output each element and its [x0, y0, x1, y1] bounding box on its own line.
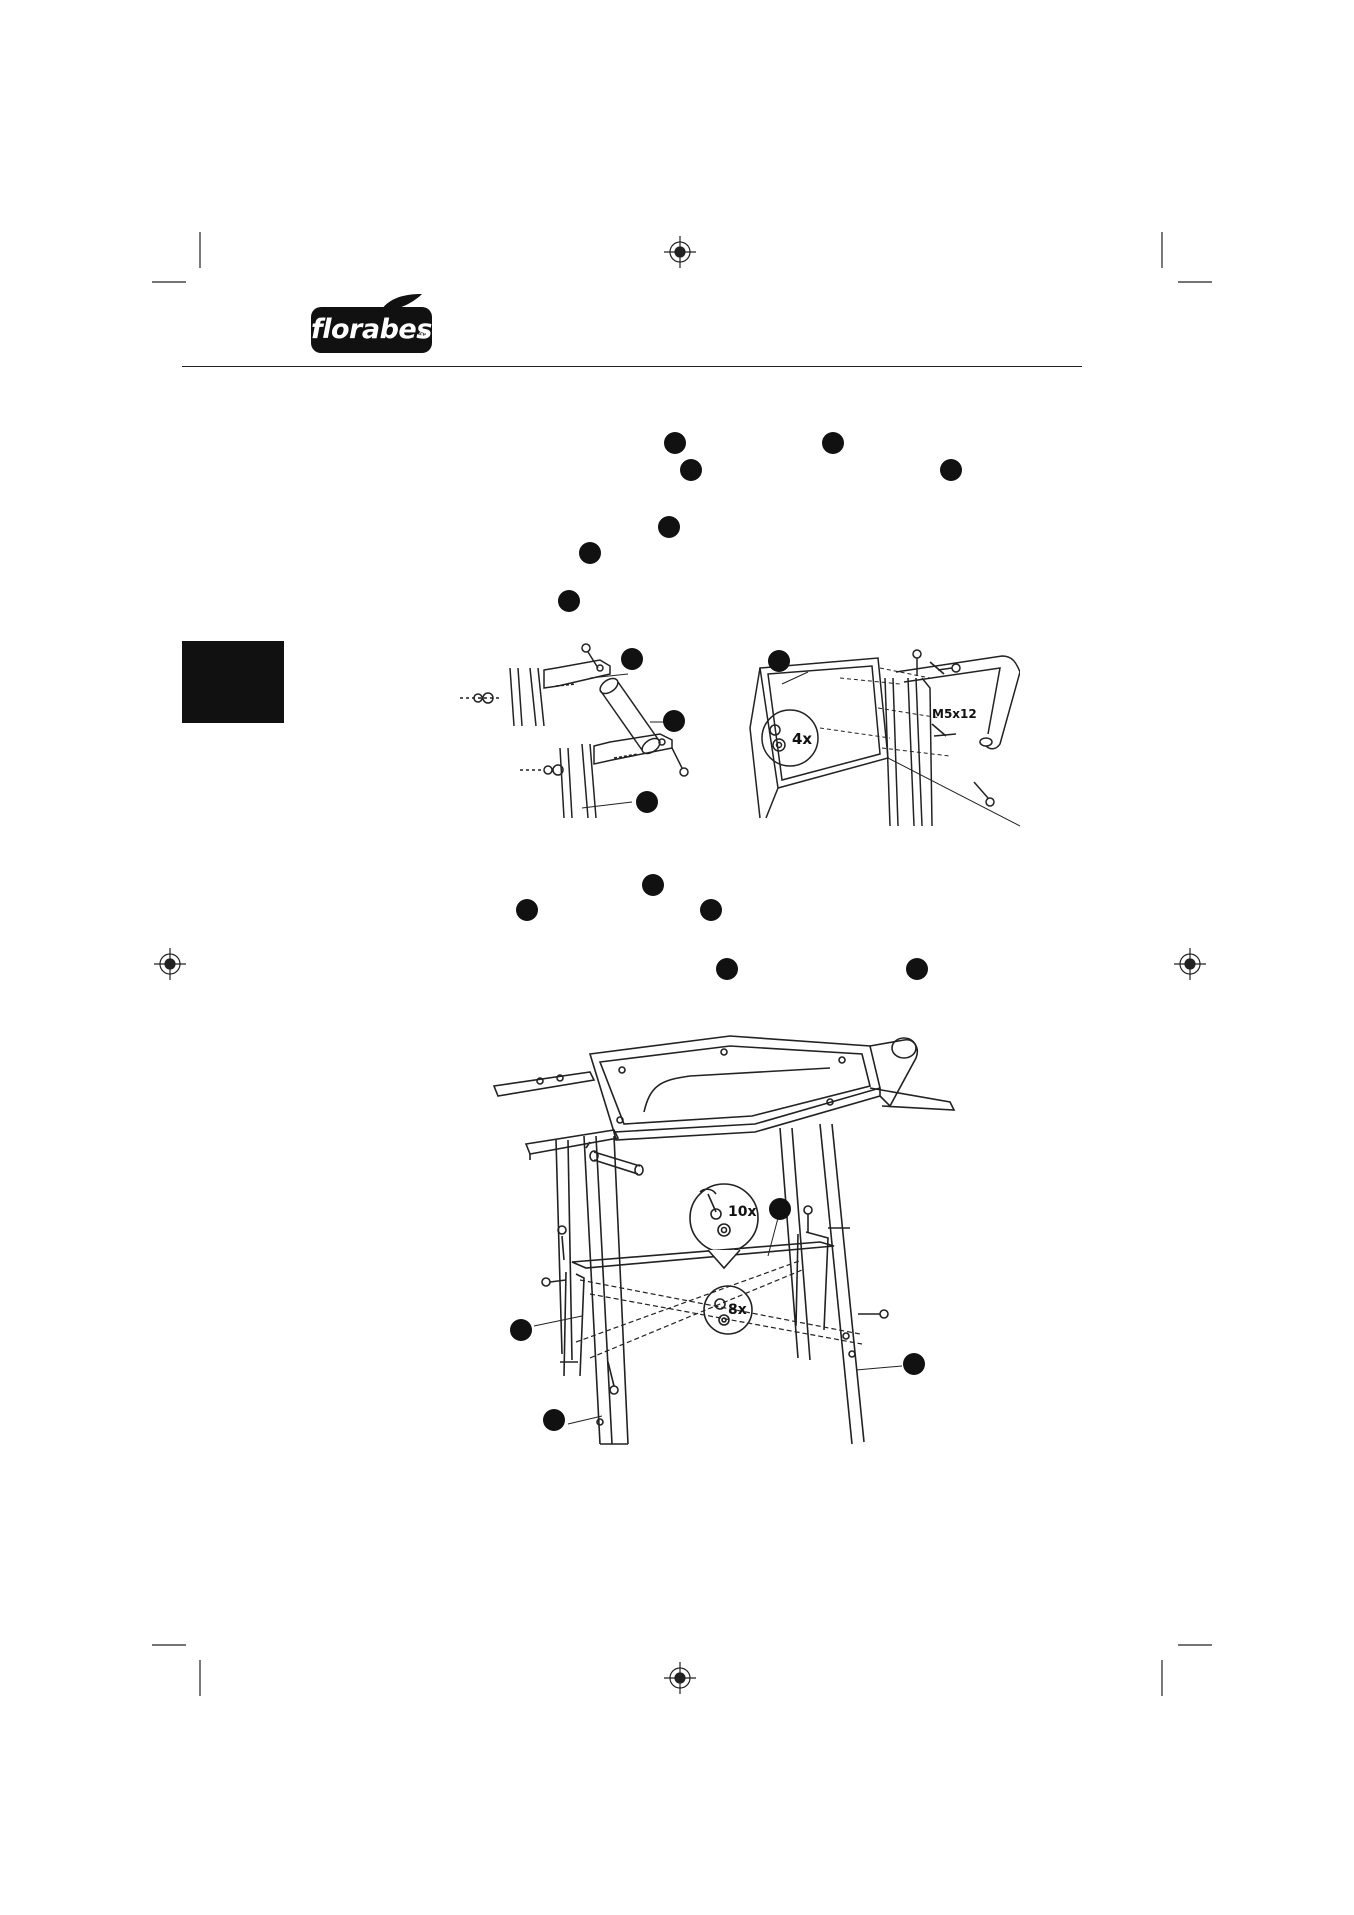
step-marker: [906, 958, 928, 980]
part-marker: [903, 1353, 925, 1375]
step-marker: [664, 432, 686, 454]
count-label-10x: 10x: [728, 1204, 757, 1220]
hardware-label-m5x12: M5x12: [932, 707, 977, 721]
step-marker: [940, 459, 962, 481]
count-label-8x: 8x: [728, 1302, 747, 1318]
step-marker: [516, 899, 538, 921]
step-marker: [700, 899, 722, 921]
part-marker: [768, 650, 790, 672]
language-tab: [182, 641, 284, 723]
part-marker: [769, 1198, 791, 1220]
registration-mark-top: [664, 236, 696, 268]
part-marker: [510, 1319, 532, 1341]
leaf-icon: [380, 294, 422, 312]
step-marker: [822, 432, 844, 454]
registered-mark: ®: [417, 331, 427, 341]
part-marker: [621, 648, 643, 670]
count-label-4x: 4x: [792, 730, 812, 748]
step-marker: [680, 459, 702, 481]
step-marker: [658, 516, 680, 538]
step-marker: [642, 874, 664, 896]
figure-workbench-assembly: 10x 8x: [492, 1035, 956, 1445]
part-marker: [636, 791, 658, 813]
figure-handle-tray-assembly: 4x M5x12: [460, 643, 1020, 827]
part-marker: [663, 710, 685, 732]
brand-logo: florabest ®: [311, 307, 445, 353]
step-marker: [579, 542, 601, 564]
step-marker: [558, 590, 580, 612]
header-rule: [182, 366, 1082, 367]
registration-mark-bottom: [664, 1662, 696, 1694]
brand-logo-text: florabest: [311, 314, 445, 345]
registration-mark-right: [1174, 948, 1206, 980]
registration-mark-left: [154, 948, 186, 980]
step-marker: [716, 958, 738, 980]
part-marker: [543, 1409, 565, 1431]
